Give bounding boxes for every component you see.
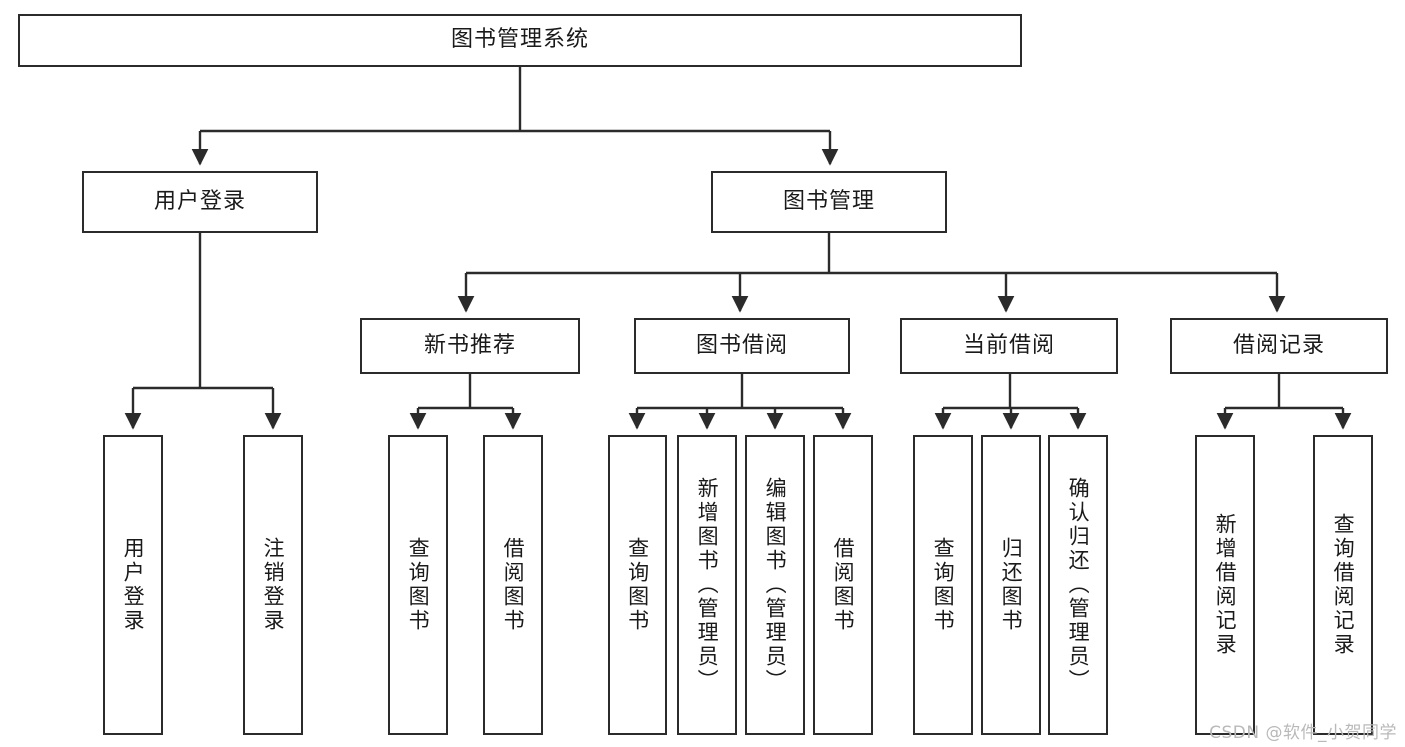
node-borrow-record[interactable]: 借阅记录 [1170, 318, 1388, 374]
leaf-user-login-label: 用户登录 [121, 537, 146, 633]
node-current-borrow[interactable]: 当前借阅 [900, 318, 1118, 374]
node-book-borrow-label: 图书借阅 [695, 332, 788, 358]
leaf-borrow-book-rec[interactable]: 借阅图书 [483, 435, 543, 735]
node-root[interactable]: 图书管理系统 [18, 14, 1022, 67]
leaf-logout[interactable]: 注销登录 [243, 435, 303, 735]
leaf-query-book-cur[interactable]: 查询图书 [913, 435, 973, 735]
node-root-label: 图书管理系统 [450, 27, 589, 53]
node-book-manage-label: 图书管理 [782, 188, 875, 214]
leaf-query-book-cur-label: 查询图书 [931, 537, 956, 633]
leaf-add-record-label: 新增借阅记录 [1213, 513, 1238, 657]
leaf-edit-book-label: 编辑图书（管理员） [763, 477, 788, 693]
leaf-query-book-rec[interactable]: 查询图书 [388, 435, 448, 735]
leaf-user-login[interactable]: 用户登录 [103, 435, 163, 735]
node-book-manage[interactable]: 图书管理 [711, 171, 947, 233]
watermark: CSDN @软件_小贺同学 [1209, 723, 1397, 743]
node-user-login-label: 用户登录 [153, 188, 246, 214]
node-book-borrow[interactable]: 图书借阅 [634, 318, 850, 374]
leaf-return-book[interactable]: 归还图书 [981, 435, 1041, 735]
node-borrow-record-label: 借阅记录 [1232, 332, 1325, 358]
leaf-query-book[interactable]: 查询图书 [608, 435, 667, 735]
leaf-return-book-label: 归还图书 [999, 537, 1024, 633]
leaf-add-book[interactable]: 新增图书（管理员） [677, 435, 737, 735]
node-current-borrow-label: 当前借阅 [962, 332, 1055, 358]
leaf-borrow-book-rec-label: 借阅图书 [501, 537, 526, 633]
leaf-query-book-rec-label: 查询图书 [406, 537, 431, 633]
node-new-book-rec[interactable]: 新书推荐 [360, 318, 580, 374]
leaf-add-record[interactable]: 新增借阅记录 [1195, 435, 1255, 735]
node-new-book-rec-label: 新书推荐 [423, 332, 516, 358]
leaf-edit-book[interactable]: 编辑图书（管理员） [745, 435, 805, 735]
leaf-confirm-return-label: 确认归还（管理员） [1066, 477, 1091, 693]
leaf-borrow-book[interactable]: 借阅图书 [813, 435, 873, 735]
leaf-logout-label: 注销登录 [261, 537, 286, 633]
leaf-confirm-return[interactable]: 确认归还（管理员） [1048, 435, 1108, 735]
leaf-query-book-label: 查询图书 [625, 537, 650, 633]
leaf-query-record-label: 查询借阅记录 [1331, 513, 1356, 657]
node-user-login[interactable]: 用户登录 [82, 171, 318, 233]
leaf-borrow-book-label: 借阅图书 [831, 537, 856, 633]
leaf-query-record[interactable]: 查询借阅记录 [1313, 435, 1373, 735]
leaf-add-book-label: 新增图书（管理员） [695, 477, 720, 693]
